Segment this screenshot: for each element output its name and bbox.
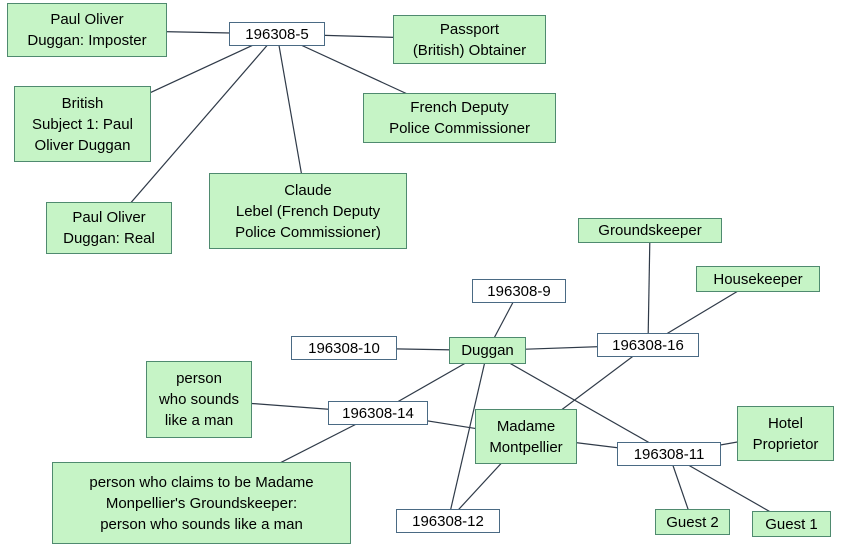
node-guest-1[interactable]: Guest 1 bbox=[752, 511, 831, 537]
node-groundskeeper[interactable]: Groundskeeper bbox=[578, 218, 722, 243]
node-claude-lebel[interactable]: Claude Lebel (French Deputy Police Commi… bbox=[209, 173, 407, 249]
node-paul-oliver-duggan-real[interactable]: Paul Oliver Duggan: Real bbox=[46, 202, 172, 254]
node-housekeeper[interactable]: Housekeeper bbox=[696, 266, 820, 292]
node-duggan[interactable]: Duggan bbox=[449, 337, 526, 364]
edge-n16-grounds bbox=[647, 230, 651, 346]
node-british-subject-1[interactable]: British Subject 1: Paul Oliver Duggan bbox=[14, 86, 151, 162]
node-paul-oliver-duggan-imposter[interactable]: Paul Oliver Duggan: Imposter bbox=[7, 3, 167, 57]
node-madame-montpellier[interactable]: Madame Montpellier bbox=[475, 409, 577, 464]
node-196308-16[interactable]: 196308-16 bbox=[597, 333, 699, 357]
node-196308-5[interactable]: 196308-5 bbox=[229, 22, 325, 46]
node-hotel-proprietor[interactable]: Hotel Proprietor bbox=[737, 406, 834, 461]
edge-n5-real bbox=[108, 33, 278, 229]
edge-duggan-n12 bbox=[447, 350, 489, 522]
node-196308-11[interactable]: 196308-11 bbox=[617, 442, 721, 466]
node-guest-2[interactable]: Guest 2 bbox=[655, 509, 730, 535]
node-196308-14[interactable]: 196308-14 bbox=[328, 401, 428, 425]
node-196308-12[interactable]: 196308-12 bbox=[396, 509, 500, 533]
node-person-who-sounds-like-a-man[interactable]: person who sounds like a man bbox=[146, 361, 252, 438]
node-196308-10[interactable]: 196308-10 bbox=[291, 336, 397, 360]
edge-duggan-n11 bbox=[487, 349, 670, 455]
node-person-who-claims-to-be-groundskeeper[interactable]: person who claims to be Madame Monpellie… bbox=[52, 462, 351, 544]
node-french-deputy-police-commissioner[interactable]: French Deputy Police Commissioner bbox=[363, 93, 556, 143]
node-passport-british-obtainer[interactable]: Passport (British) Obtainer bbox=[393, 15, 546, 64]
node-196308-9[interactable]: 196308-9 bbox=[472, 279, 566, 303]
